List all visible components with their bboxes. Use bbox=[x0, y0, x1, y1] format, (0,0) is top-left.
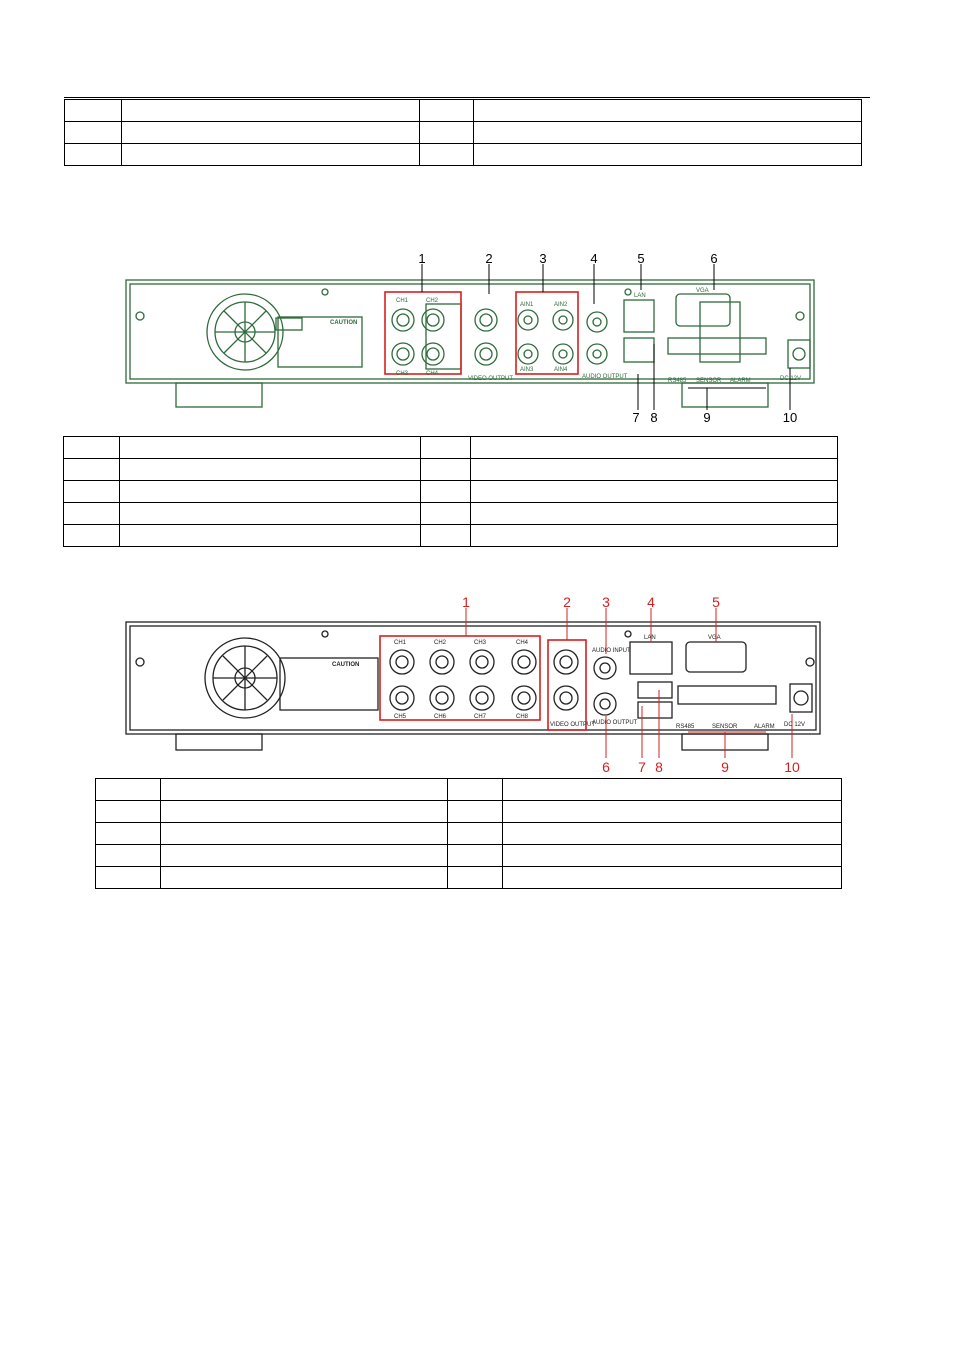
label-ch7: CH7 bbox=[474, 714, 487, 720]
label-audio-output: AUDIO OUTPUT bbox=[592, 720, 638, 726]
callout-3: 3 bbox=[602, 594, 610, 610]
label-ch2: CH2 bbox=[426, 298, 439, 304]
table-row bbox=[63, 480, 838, 503]
label-lan: LAN bbox=[644, 635, 656, 641]
label-ch4: CH4 bbox=[516, 640, 529, 646]
callout-2: 2 bbox=[485, 251, 492, 266]
callout-5: 5 bbox=[637, 251, 644, 266]
table-row bbox=[63, 502, 838, 525]
label-dc12v: DC 12V bbox=[780, 376, 801, 382]
callout-4: 4 bbox=[590, 251, 597, 266]
label-alarm: ALARM bbox=[730, 378, 751, 384]
table-row bbox=[63, 524, 838, 547]
callout-9: 9 bbox=[703, 410, 710, 425]
callout-7: 7 bbox=[632, 410, 639, 425]
header-rule bbox=[64, 97, 870, 98]
label-ain3: AIN3 bbox=[520, 367, 534, 373]
label-dc12v: DC 12V bbox=[784, 722, 805, 728]
table-row bbox=[95, 800, 842, 823]
label-ch3: CH3 bbox=[396, 371, 409, 377]
callout-4: 4 bbox=[647, 594, 655, 610]
label-caution: CAUTION bbox=[332, 662, 359, 668]
label-audio-input: AUDIO INPUT bbox=[592, 648, 631, 654]
label-video-output: VIDEO OUTPUT bbox=[468, 376, 513, 382]
label-ain4: AIN4 bbox=[554, 367, 568, 373]
callout-7: 7 bbox=[638, 759, 646, 775]
table-row bbox=[64, 143, 862, 166]
callout-3: 3 bbox=[539, 251, 546, 266]
label-alarm: ALARM bbox=[754, 724, 775, 730]
callout-6: 6 bbox=[602, 759, 610, 775]
table-2 bbox=[63, 436, 838, 547]
table-row bbox=[63, 458, 838, 481]
table-3 bbox=[95, 778, 842, 889]
callout-10: 10 bbox=[784, 759, 800, 775]
label-lan: LAN bbox=[634, 293, 646, 299]
table-row bbox=[95, 866, 842, 889]
label-ch1: CH1 bbox=[394, 640, 407, 646]
label-caution: CAUTION bbox=[330, 320, 357, 326]
callout-6: 6 bbox=[710, 251, 717, 266]
label-ch5: CH5 bbox=[394, 714, 407, 720]
callout-10: 10 bbox=[783, 410, 797, 425]
label-ch3: CH3 bbox=[474, 640, 487, 646]
label-ch1: CH1 bbox=[396, 298, 409, 304]
callout-8: 8 bbox=[650, 410, 657, 425]
table-row bbox=[64, 121, 862, 144]
table-row bbox=[95, 844, 842, 867]
table-row bbox=[63, 436, 838, 459]
table-1 bbox=[64, 99, 862, 166]
label-rs485: RS485 bbox=[676, 724, 695, 730]
label-vga: VGA bbox=[708, 635, 721, 641]
table-row bbox=[95, 778, 842, 801]
label-video-output: VIDEO OUTPUT bbox=[550, 722, 595, 728]
callout-1: 1 bbox=[418, 251, 425, 266]
table-row bbox=[95, 822, 842, 845]
label-ch6: CH6 bbox=[434, 714, 447, 720]
label-vga: VGA bbox=[696, 288, 709, 294]
label-rs485: RS485 bbox=[668, 378, 687, 384]
label-ch4: CH4 bbox=[426, 371, 439, 377]
label-ain1: AIN1 bbox=[520, 302, 534, 308]
callout-5: 5 bbox=[712, 594, 720, 610]
callout-8: 8 bbox=[655, 759, 663, 775]
label-ch2: CH2 bbox=[434, 640, 447, 646]
callout-9: 9 bbox=[721, 759, 729, 775]
callout-1: 1 bbox=[462, 594, 470, 610]
rear-panel-figure-8ch: 1 2 3 4 5 6 7 8 9 10 CH1 CH2 CH3 CH4 CH5… bbox=[120, 592, 830, 777]
label-audio-output: AUDIO OUTPUT bbox=[582, 374, 628, 380]
callout-2: 2 bbox=[563, 594, 571, 610]
label-sensor: SENSOR bbox=[696, 378, 722, 384]
table-row bbox=[64, 99, 862, 122]
label-ain2: AIN2 bbox=[554, 302, 568, 308]
label-ch8: CH8 bbox=[516, 714, 529, 720]
label-sensor: SENSOR bbox=[712, 724, 738, 730]
rear-panel-figure-4ch: 1 2 3 4 5 6 7 8 9 10 CH1 CH2 CH3 CH4 VID… bbox=[120, 250, 820, 430]
